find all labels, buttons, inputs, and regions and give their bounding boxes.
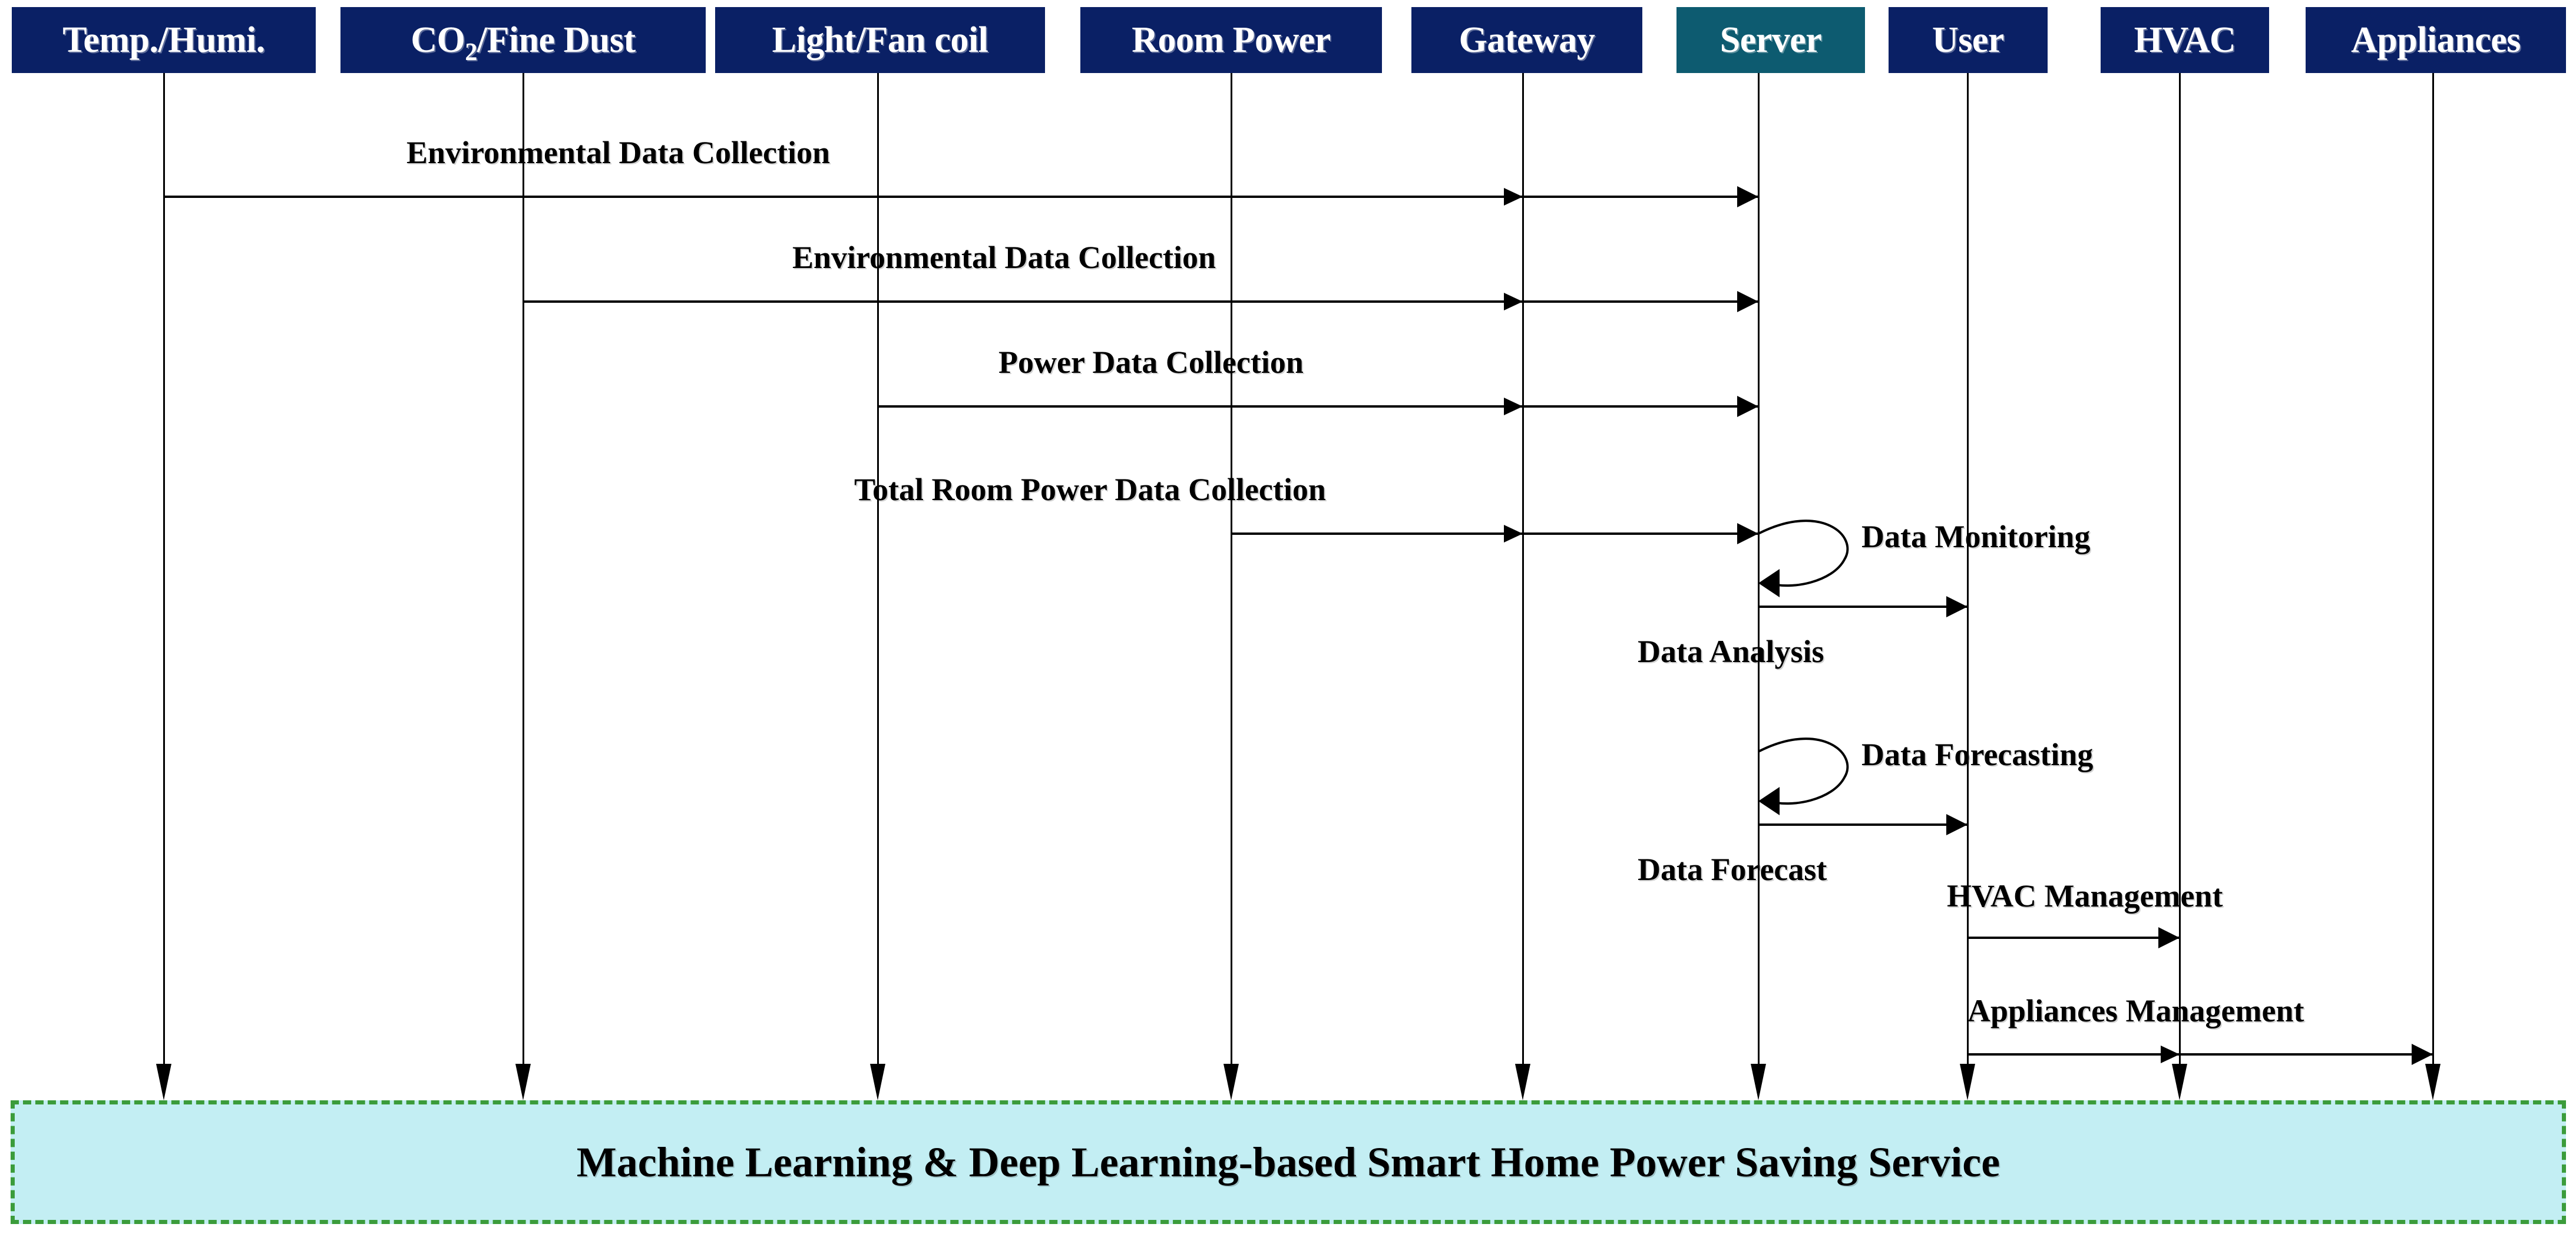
message-line-m9: [1967, 937, 2180, 939]
message-line-m1: [164, 196, 1758, 198]
actor-label-light-fan-coil: Light/Fan coil: [772, 19, 988, 60]
actor-box-server[interactable]: Server: [1676, 7, 1865, 73]
lifeline-terminator-temp-humi: [156, 1064, 171, 1100]
lifeline-gateway: [1522, 73, 1524, 1064]
message-passthrough-arrowhead-m2-gateway: [1504, 293, 1523, 310]
message-line-m2: [523, 300, 1758, 303]
actor-label-server: Server: [1719, 19, 1822, 60]
message-label-m8: Data Forecast: [1638, 852, 1827, 887]
message-passthrough-arrowhead-m1-gateway: [1504, 188, 1523, 206]
message-passthrough-arrowhead-m10-hvac: [2161, 1046, 2180, 1063]
message-passthrough-arrowhead-m3-gateway: [1504, 398, 1523, 415]
lifeline-terminator-gateway: [1515, 1064, 1530, 1100]
actor-label-appliances: Appliances: [2351, 19, 2521, 60]
message-label-m6: Data Analysis: [1638, 634, 1824, 669]
actor-box-gateway[interactable]: Gateway: [1411, 7, 1642, 73]
lifeline-terminator-room-power: [1223, 1064, 1239, 1100]
self-message-m7: [1756, 730, 1856, 825]
actor-box-hvac[interactable]: HVAC: [2101, 7, 2269, 73]
lifeline-temp-humi: [163, 73, 165, 1064]
message-label-m10: Appliances Management: [1967, 993, 2304, 1028]
lifeline-hvac: [2179, 73, 2181, 1064]
message-arrowhead-m8: [1946, 814, 1967, 835]
message-label-m5: Data Monitoring: [1861, 519, 2091, 554]
actor-label-gateway: Gateway: [1459, 19, 1595, 60]
message-line-m4: [1231, 532, 1758, 535]
message-label-m7: Data Forecasting: [1861, 737, 2094, 772]
lifeline-terminator-appliances: [2425, 1064, 2441, 1100]
message-arrowhead-m3: [1737, 396, 1758, 417]
message-arrowhead-m10: [2412, 1044, 2433, 1065]
actor-box-appliances[interactable]: Appliances: [2306, 7, 2566, 73]
lifeline-co2-fine-dust: [523, 73, 524, 1064]
lifeline-terminator-user: [1960, 1064, 1975, 1100]
message-arrowhead-m2: [1737, 291, 1758, 312]
message-label-m9: HVAC Management: [1947, 878, 2223, 914]
message-arrowhead-m9: [2158, 927, 2180, 948]
lifeline-light-fan-coil: [877, 73, 879, 1064]
lifeline-appliances: [2432, 73, 2434, 1064]
message-arrowhead-m1: [1737, 186, 1758, 207]
message-line-m10: [1967, 1053, 2433, 1056]
actor-label-user: User: [1932, 19, 2004, 60]
message-arrowhead-m4: [1737, 523, 1758, 544]
actor-box-temp-humi[interactable]: Temp./Humi.: [12, 7, 316, 73]
message-line-m8: [1758, 823, 1967, 826]
actor-label-subscript: 2: [465, 38, 477, 66]
message-label-m1: Environmental Data Collection: [406, 135, 830, 170]
message-label-m3: Power Data Collection: [998, 345, 1304, 380]
actor-box-co2-fine-dust[interactable]: CO2/Fine Dust: [340, 7, 706, 73]
actor-label-co2-fine-dust: CO2/Fine Dust: [411, 19, 636, 66]
actor-box-user[interactable]: User: [1889, 7, 2048, 73]
message-label-m4: Total Room Power Data Collection: [854, 472, 1326, 507]
message-line-m6: [1758, 606, 1967, 608]
actor-label-hvac: HVAC: [2134, 19, 2236, 60]
lifeline-terminator-server: [1751, 1064, 1766, 1100]
service-banner: Machine Learning & Deep Learning-based S…: [11, 1100, 2566, 1224]
message-label-m2: Environmental Data Collection: [792, 240, 1216, 275]
message-line-m3: [878, 405, 1758, 408]
actor-label-room-power: Room Power: [1132, 19, 1331, 60]
lifeline-room-power: [1231, 73, 1232, 1064]
actor-label-temp-humi: Temp./Humi.: [62, 19, 265, 60]
message-arrowhead-m6: [1946, 596, 1967, 617]
actor-box-light-fan-coil[interactable]: Light/Fan coil: [715, 7, 1045, 73]
lifeline-server: [1758, 73, 1760, 1064]
lifeline-terminator-co2-fine-dust: [515, 1064, 531, 1100]
message-passthrough-arrowhead-m4-gateway: [1504, 525, 1523, 543]
actor-box-room-power[interactable]: Room Power: [1080, 7, 1382, 73]
lifeline-terminator-light-fan-coil: [870, 1064, 885, 1100]
service-banner-label: Machine Learning & Deep Learning-based S…: [576, 1138, 2000, 1186]
lifeline-user: [1967, 73, 1969, 1064]
lifeline-terminator-hvac: [2172, 1064, 2187, 1100]
self-message-m5: [1756, 512, 1856, 607]
